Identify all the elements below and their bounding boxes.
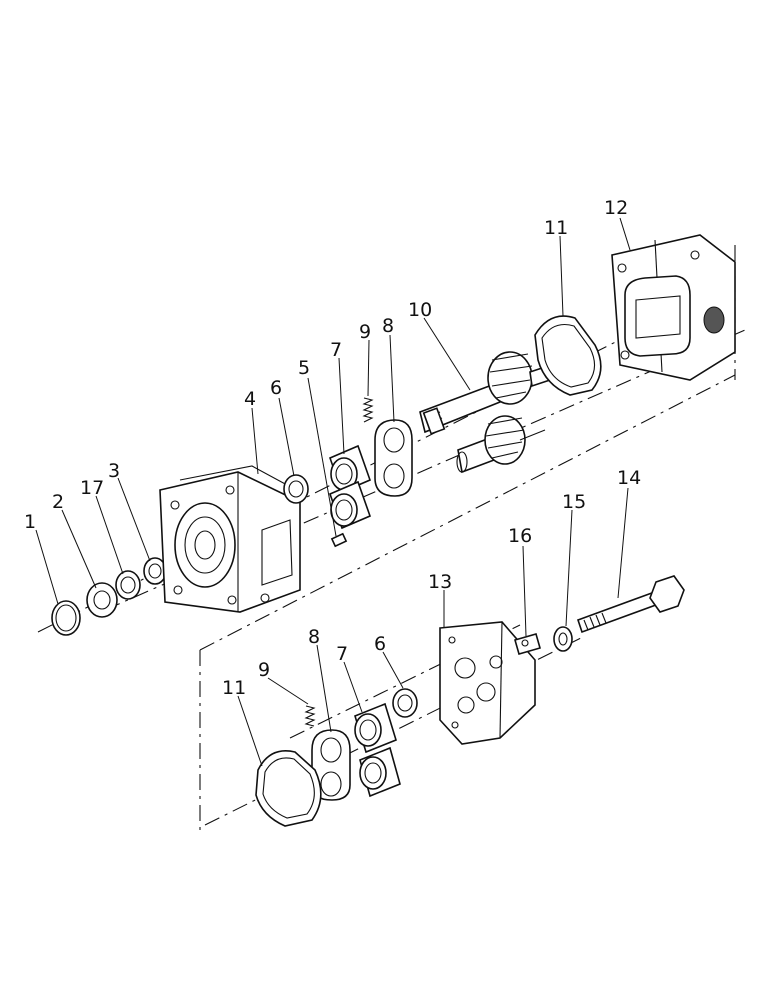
callout-2: 2 bbox=[52, 491, 64, 513]
callout-numbers: 1 2 17 3 4 6 5 7 9 8 10 11 12 14 15 16 1… bbox=[24, 197, 641, 699]
port-hole bbox=[703, 306, 725, 334]
part-12-rear-housing bbox=[611, 234, 736, 381]
callout-4: 4 bbox=[244, 388, 256, 410]
part-4-front-housing bbox=[159, 465, 301, 613]
callout-15: 15 bbox=[562, 491, 586, 513]
part-9-spring-lower bbox=[304, 705, 316, 727]
part-14-bolt bbox=[576, 575, 685, 634]
callout-13: 13 bbox=[428, 571, 452, 593]
callout-9-upper: 9 bbox=[359, 321, 371, 343]
callout-17: 17 bbox=[80, 477, 104, 499]
callout-14: 14 bbox=[617, 467, 641, 489]
part-15-washer bbox=[553, 626, 573, 652]
part-16-valve bbox=[514, 633, 541, 655]
part-11-gasket-upper bbox=[534, 315, 602, 396]
callout-6-lower: 6 bbox=[374, 633, 386, 655]
section-divider bbox=[199, 374, 736, 651]
part-6-ring-lower bbox=[392, 688, 418, 718]
callout-10: 10 bbox=[408, 299, 432, 321]
part-11-gasket-lower bbox=[255, 750, 322, 827]
part-9-spring-upper bbox=[362, 397, 374, 423]
callout-16: 16 bbox=[508, 525, 532, 547]
callout-8-lower: 8 bbox=[308, 626, 320, 648]
callout-1: 1 bbox=[24, 511, 36, 533]
part-10-drive-gear bbox=[419, 351, 551, 435]
part-1-snap-ring bbox=[51, 600, 81, 636]
part-5-dowel-pin bbox=[330, 532, 348, 548]
part-8-wear-plate-upper bbox=[374, 419, 413, 497]
leader-lines bbox=[35, 217, 631, 767]
callout-11-lower: 11 bbox=[222, 677, 246, 699]
callout-11-upper: 11 bbox=[544, 217, 568, 239]
callout-12: 12 bbox=[604, 197, 628, 219]
callout-7-lower: 7 bbox=[336, 643, 348, 665]
lower-axis-b bbox=[289, 624, 521, 739]
part-17-ring bbox=[115, 570, 141, 600]
part-7-bushings-lower bbox=[354, 702, 401, 798]
gear-leader bbox=[519, 429, 546, 441]
callout-3: 3 bbox=[108, 460, 120, 482]
part-7-bushings-upper bbox=[328, 444, 372, 530]
part-6-ring-upper bbox=[283, 474, 309, 504]
callout-7-upper: 7 bbox=[330, 339, 342, 361]
callout-5: 5 bbox=[298, 357, 310, 379]
callout-9-lower: 9 bbox=[258, 659, 270, 681]
part-2-bearing bbox=[86, 582, 118, 618]
driven-gear bbox=[456, 415, 546, 474]
callout-8-upper: 8 bbox=[382, 315, 394, 337]
callout-6-upper: 6 bbox=[270, 377, 282, 399]
part-13-cover-plate bbox=[439, 621, 536, 745]
